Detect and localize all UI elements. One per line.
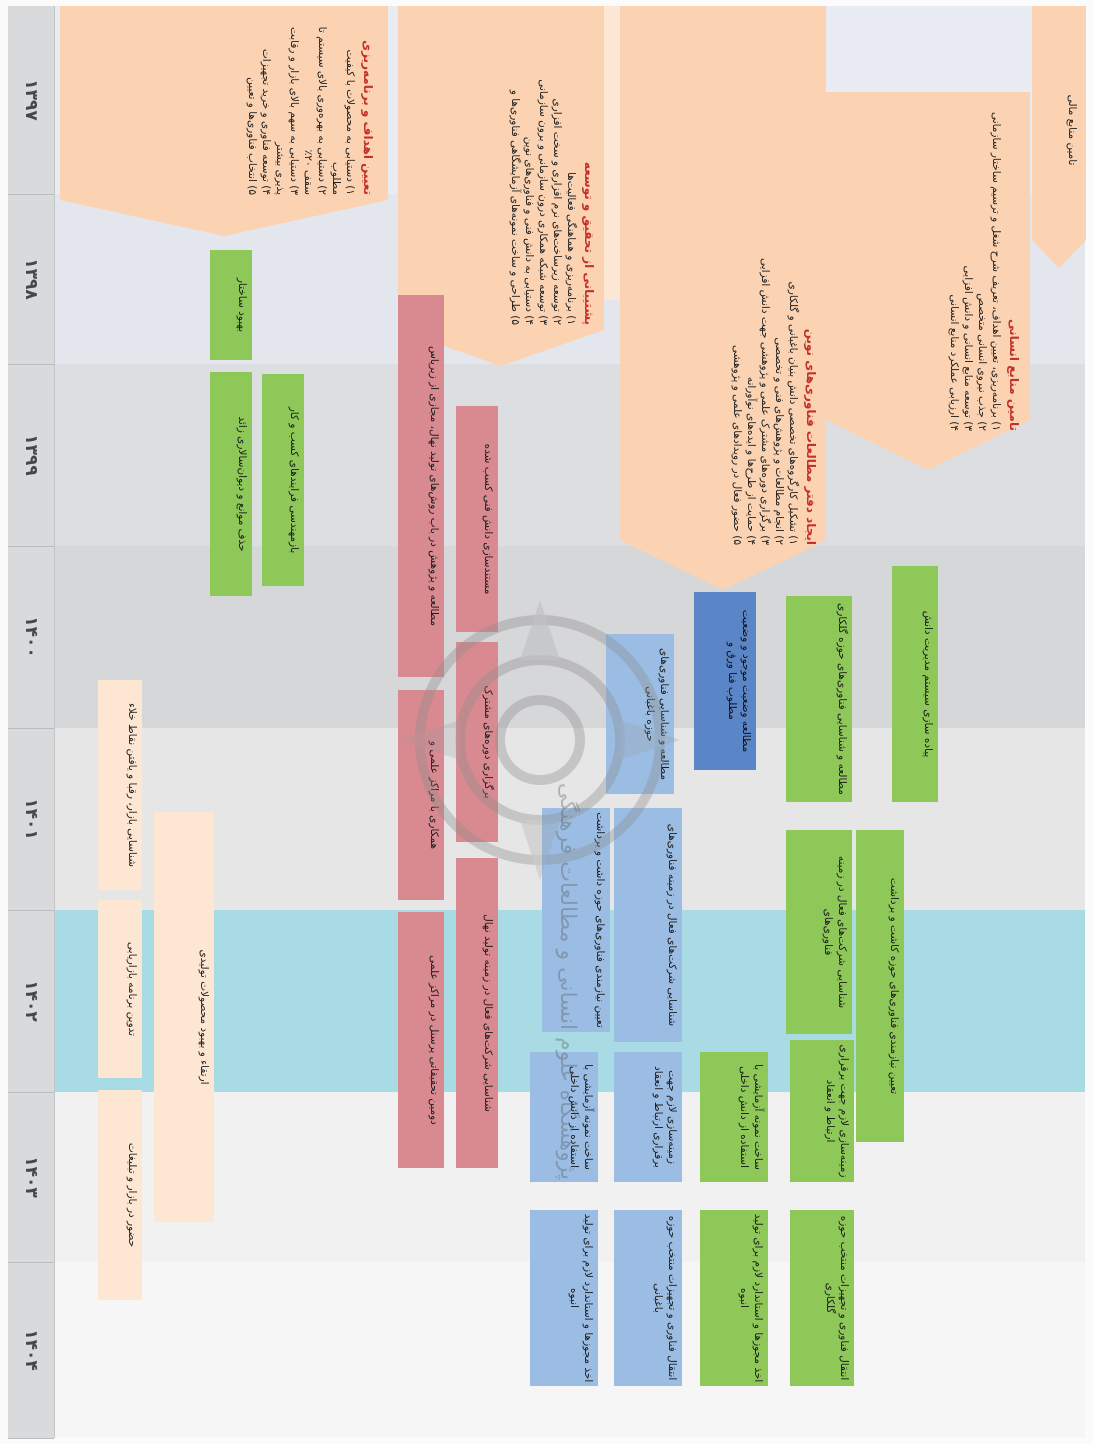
newtech-item: ۱) تشکیل کارگروه‌های تخصصی دانش بنیان با…	[787, 281, 799, 545]
blue-box: اخذ مجوزها و استاندارد لازم برای تولید ا…	[530, 1210, 598, 1386]
newtech-item: ۲) انجام مطالعات و پژوهش‌های فنی و تخصصی	[773, 337, 785, 545]
green-box-label: اخذ مجوزها و استاندارد لازم برای تولید ا…	[738, 1213, 764, 1383]
green-box: بهبود ساختار	[210, 250, 252, 360]
blue-label: زمینه‌سازی لازم جهت برقراری ارتباط و انع…	[652, 1066, 678, 1168]
market-label: تدوین برنامه بازاریابی	[126, 941, 138, 1037]
goals-item: ۵) انتخاب فناوری‌ها و تعیین	[246, 77, 258, 195]
pink-box: دومین تحقیقاتی پرسنل در مراکز علمی	[398, 912, 444, 1168]
finance-arrow	[1032, 6, 1086, 268]
green-box: پیاده سازی سیستم مدیریت دانش	[892, 566, 938, 802]
blue-box: انتقال فناوری و تجهیزات منتخب حوزه باغبا…	[614, 1210, 682, 1386]
blue-box: زمینه‌سازی لازم جهت برقراری ارتباط و انع…	[614, 1052, 682, 1182]
green-box: بازمهندسی فرایندهای کسب و کار	[262, 374, 304, 586]
pink-box: برگزاری دوره‌های مشترک	[456, 642, 498, 842]
watermark-text: پژوهشگاه علوم انسانی و مطالعات فرهنگی	[555, 782, 580, 1180]
hr-arrow	[826, 92, 1030, 470]
market-box: حضور در بازار و تبلیغات	[98, 1090, 142, 1300]
goals-item: ۴) توسعه فناوری و خرید تجهیزات	[260, 48, 272, 195]
goals-arrow	[60, 6, 388, 236]
finance-box: تامین منابع مالی	[1034, 10, 1084, 250]
green-box-label: انتقال فناوری و تجهیزات منتخب حوزه گلکار…	[824, 1215, 850, 1381]
hr-title: تامین منابع انسانی	[1007, 318, 1021, 431]
goals-item: ۲) دستیابی به بهره‌وری بالای سیستم تا سق…	[302, 26, 328, 195]
hr-box: تامین منابع انسانی ۱) برنامه‌ریزی، تعیین…	[830, 96, 1026, 436]
green-box-label: مطالعه و شناسایی فناوری‌های حوزه گلکاری	[836, 603, 848, 795]
green-box-label: زمینه‌سازی لازم جهت برقراری ارتباط و انع…	[824, 1044, 850, 1178]
rnd-box: پشتیبانی از تحقیق و توسعه ۱) برنامه‌ریزی…	[402, 10, 600, 330]
rnd-arrow	[398, 6, 604, 366]
pink-box: مطالعه و پژوهش در باب روش‌های تولید نهال…	[398, 295, 444, 677]
green-box: شناسایی شرکت‌های فعال در زمینه فناوری‌ها…	[786, 830, 852, 1034]
goals-box: تعیین اهداف و برنامه‌ریزی ۱) دستیابی به …	[70, 10, 380, 200]
goals-title: تعیین اهداف و برنامه‌ریزی	[361, 40, 375, 195]
pink-box: مستندسازی دانش فنی کسب شده	[456, 406, 498, 632]
market-box: ارتقاء و بهبود محصولات تولیدی	[154, 812, 214, 1222]
newtech-item: ۴) حمایت از طرح‌ها و ایده‌های نوآورانه	[745, 376, 757, 545]
green-box-label: حذف موانع و دیوان‌سالاری زائد	[236, 416, 248, 552]
green-box-label: بازمهندسی فرایندهای کسب و کار	[288, 406, 300, 554]
green-box-label: تعیین نیازمندی فناوری‌های حوزه کاشت و بر…	[888, 877, 900, 1095]
blue-label: اخذ مجوزها و استاندارد لازم برای تولید ا…	[568, 1213, 594, 1383]
year-label: ۱۴۰۲	[8, 910, 54, 1093]
rnd-item: ۳) توسعه شبکه همکاری درون سازمانی و برون…	[537, 79, 549, 325]
blue-box: تعیین نیازمندی فناوری‌های حوزه داشت و بر…	[542, 808, 610, 1032]
dark-blue-label: مطالعه وضعیت موجود و وضعیت مطلوب فنا ورق…	[726, 609, 752, 753]
goals-item: ۱) دستیابی به محصولات با کیفیت مطلوب	[330, 49, 356, 195]
green-box: انتقال فناوری و تجهیزات منتخب حوزه گلکار…	[790, 1210, 854, 1386]
year-label: ۱۳۹۹	[8, 364, 54, 547]
pink-box: همکاری با مراکز علمی و	[398, 690, 444, 900]
market-label: شناسایی بازار، رقبا و یافتن نقاط خلاء	[126, 702, 138, 868]
green-box: تعیین نیازمندی فناوری‌های حوزه کاشت و بر…	[856, 830, 904, 1142]
green-box-label: بهبود ساختار	[236, 277, 248, 333]
pink-label: دومین تحقیقاتی پرسنل در مراکز علمی	[428, 955, 440, 1125]
market-box: تدوین برنامه بازاریابی	[98, 900, 142, 1078]
finance-title: تامین منابع مالی	[1066, 94, 1078, 166]
pink-label: شناسایی شرکت‌های فعال در زمینه تولید نها…	[482, 914, 494, 1112]
green-box-label: پیاده سازی سیستم مدیریت دانش	[922, 610, 934, 758]
year-label: ۱۴۰۰	[8, 546, 54, 729]
rnd-item: ۱) برنامه‌ریزی و هماهنگی فعالیت‌ها	[565, 171, 577, 325]
hr-item: ۳) توسعه منابع انسانی و دانش افزایی	[962, 265, 974, 431]
blue-box: مطالعه و شناسایی فناوری‌های حوزه باغبانی	[606, 634, 674, 794]
year-label: ۱۴۰۱	[8, 728, 54, 911]
green-box: حذف موانع و دیوان‌سالاری زائد	[210, 372, 252, 596]
green-box: اخذ مجوزها و استاندارد لازم برای تولید ا…	[700, 1210, 768, 1386]
blue-box: شناسایی شرکت‌های فعال در زمینه فناوری‌ها…	[614, 808, 682, 1042]
market-label: حضور در بازار و تبلیغات	[126, 1142, 138, 1248]
green-box: مطالعه و شناسایی فناوری‌های حوزه گلکاری	[786, 596, 852, 802]
year-label: ۱۴۰۳	[8, 1092, 54, 1263]
blue-box: ساخت نمونه آزمایشی با استفاده از دانش دا…	[530, 1052, 598, 1182]
market-box: شناسایی بازار، رقبا و یافتن نقاط خلاء	[98, 680, 142, 890]
hr-item: ۲) جذب نیروی انسانی متخصص	[976, 293, 988, 431]
newtech-item: ۵) حضور فعال در رویدادهای علمی و پژوهشی	[731, 344, 743, 545]
year-column	[8, 6, 55, 1438]
newtech-item: ۳) برگزاری دوره‌های مشترک علمی و پژوهشی …	[759, 257, 771, 545]
green-box: زمینه‌سازی لازم جهت برقراری ارتباط و انع…	[790, 1040, 854, 1182]
market-label: ارتقاء و بهبود محصولات تولیدی	[198, 949, 210, 1085]
rnd-item: ۴) دستیابی به دانش فنی و فناوری‌های نوین	[523, 136, 535, 325]
pink-box: شناسایی شرکت‌های فعال در زمینه تولید نها…	[456, 858, 498, 1168]
newtech-arrow	[620, 6, 826, 590]
green-box-label: ساخت نمونه آزمایشی با استفاده از دانش دا…	[738, 1064, 764, 1170]
year-label: ۱۳۹۸	[8, 194, 54, 365]
rnd-title: پشتیبانی از تحقیق و توسعه	[582, 161, 596, 325]
dark-blue-box: مطالعه وضعیت موجود و وضعیت مطلوب فنا ورق…	[694, 592, 756, 770]
rnd-item: ۲) توسعه زیرساخت‌های نرم افزاری و سخت اف…	[551, 98, 563, 325]
year-label: ۱۴۰۴	[8, 1262, 54, 1439]
goals-item: ۳) دستیابی به سهم بالای بازار و رقابت پذ…	[274, 26, 300, 195]
hr-item: ۱) برنامه‌ریزی، تعیین اهداف، تعریف شرح ش…	[990, 111, 1002, 431]
hr-item: ۴) ارزیابی عملکرد منابع انسانی	[948, 294, 960, 431]
green-box: ساخت نمونه آزمایشی با استفاده از دانش دا…	[700, 1052, 768, 1182]
newtech-box: ایجاد دفتر مطالعات فناوری‌های نوین ۱) تش…	[624, 150, 822, 550]
year-label: ۱۳۹۷	[8, 6, 54, 195]
divider-light	[604, 6, 620, 300]
blue-label: انتقال فناوری و تجهیزات منتخب حوزه باغبا…	[652, 1215, 678, 1381]
green-box-label: شناسایی شرکت‌های فعال در زمینه فناوری‌ها…	[822, 855, 848, 1009]
rnd-item: ۵) طراحی و ساخت نمونه‌های آزمایشگاهی فنا…	[509, 89, 521, 325]
watermark-emblem	[400, 600, 680, 880]
newtech-title: ایجاد دفتر مطالعات فناوری‌های نوین	[804, 328, 818, 545]
